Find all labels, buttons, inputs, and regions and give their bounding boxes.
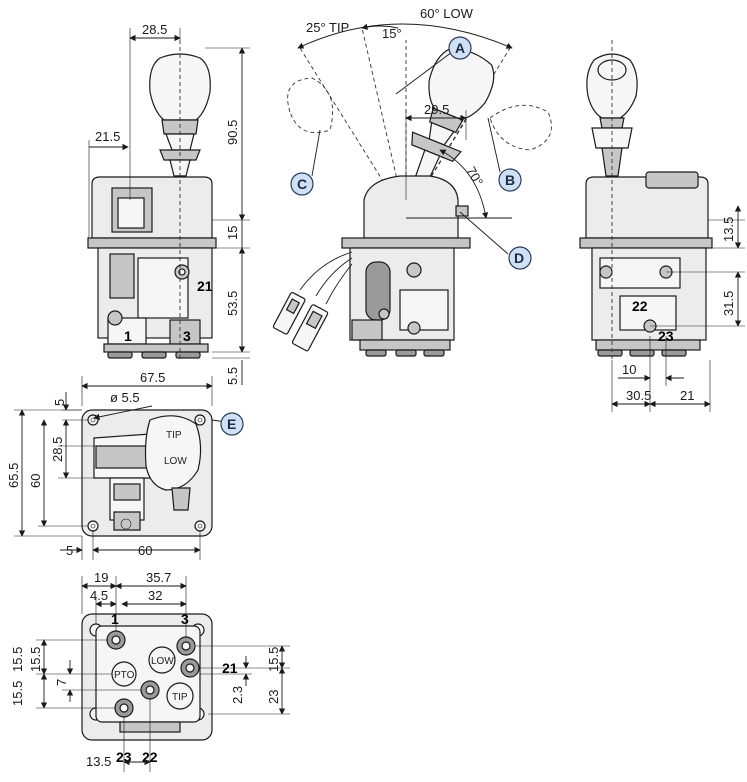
port-1: 1 (111, 611, 119, 627)
dim-13-5: 13.5 (721, 217, 736, 242)
front-knob (149, 53, 211, 121)
svg-text:B: B (505, 172, 515, 188)
dim-15-5-right: 15.5 (266, 647, 281, 672)
port-3: 3 (181, 611, 189, 627)
dim-21: 21 (680, 388, 694, 403)
dim-60-left: 60 (28, 474, 43, 488)
dim-2-3: 2.3 (230, 686, 245, 704)
top-view: TIP LOW 67.5 ø 5.5 5 28.5 60 65.5 5 60 (6, 370, 244, 560)
dim-hole: ø 5.5 (110, 390, 140, 405)
svg-text:D: D (514, 250, 524, 266)
dim-31-5: 31.5 (721, 291, 736, 316)
dim-35-7: 35.7 (146, 570, 171, 585)
front-port-1: 1 (124, 328, 132, 344)
label-tip: TIP (172, 692, 188, 703)
dim-60-bottom: 60 (138, 543, 152, 558)
dim-21-5: 21.5 (95, 129, 120, 144)
svg-text:A: A (455, 40, 465, 56)
dim-53-5: 53.5 (225, 291, 240, 316)
dim-15: 15 (225, 226, 240, 240)
angle-tip: 25° TIP (306, 20, 349, 35)
dim-29-5: 29.5 (424, 102, 449, 117)
dim-15-5-b: 15.5 (10, 647, 25, 672)
callout-c: C (290, 172, 314, 196)
dim-23-right: 23 (266, 690, 281, 704)
front-view: 28.5 21.5 90.5 15 53.5 5.5 1 3 21 (87, 22, 250, 385)
svg-text:E: E (227, 416, 236, 432)
dim-4-5: 4.5 (90, 588, 108, 603)
dim-32: 32 (148, 588, 162, 603)
front-port-21: 21 (197, 278, 213, 294)
angle-low: 60° LOW (420, 6, 474, 21)
callout-e: E (220, 412, 244, 436)
angle-neutral: 15° (382, 26, 402, 41)
dim-5-5: 5.5 (225, 367, 240, 385)
svg-text:C: C (297, 176, 307, 192)
bottom-view: PTO LOW TIP 1 3 21 23 22 19 35.7 4.5 32 … (10, 570, 290, 772)
callout-b: B (498, 168, 522, 192)
dim-13-5-bottom: 13.5 (86, 754, 111, 769)
callout-d: D (508, 246, 532, 270)
dim-15-5-a: 15.5 (28, 647, 43, 672)
dim-28-5: 28.5 (142, 22, 167, 37)
dim-5-top: 5 (52, 399, 67, 406)
dim-90-5: 90.5 (225, 120, 240, 145)
label-low: LOW (151, 656, 174, 667)
right-port-22: 22 (632, 298, 648, 314)
plate-low: LOW (164, 456, 187, 467)
plate-tip: TIP (166, 430, 182, 441)
dim-5-bottom: 5 (66, 543, 73, 558)
dim-19: 19 (94, 570, 108, 585)
dim-67-5: 67.5 (140, 370, 165, 385)
dim-65-5: 65.5 (6, 463, 21, 488)
angle-side: 70° (463, 164, 486, 189)
label-pto: PTO (114, 670, 135, 681)
front-port-3: 3 (183, 328, 191, 344)
side-view: 25° TIP 60° LOW 15° (272, 6, 552, 357)
dim-15-5-c: 15.5 (10, 681, 25, 706)
dim-30-5: 30.5 (626, 388, 651, 403)
dim-10: 10 (622, 362, 636, 377)
callout-a: A (448, 36, 472, 60)
right-view: 13.5 31.5 10 30.5 21 22 23 (579, 40, 745, 412)
dim-7: 7 (54, 679, 69, 686)
dim-28-5-top: 28.5 (50, 437, 65, 462)
right-port-23: 23 (658, 328, 674, 344)
